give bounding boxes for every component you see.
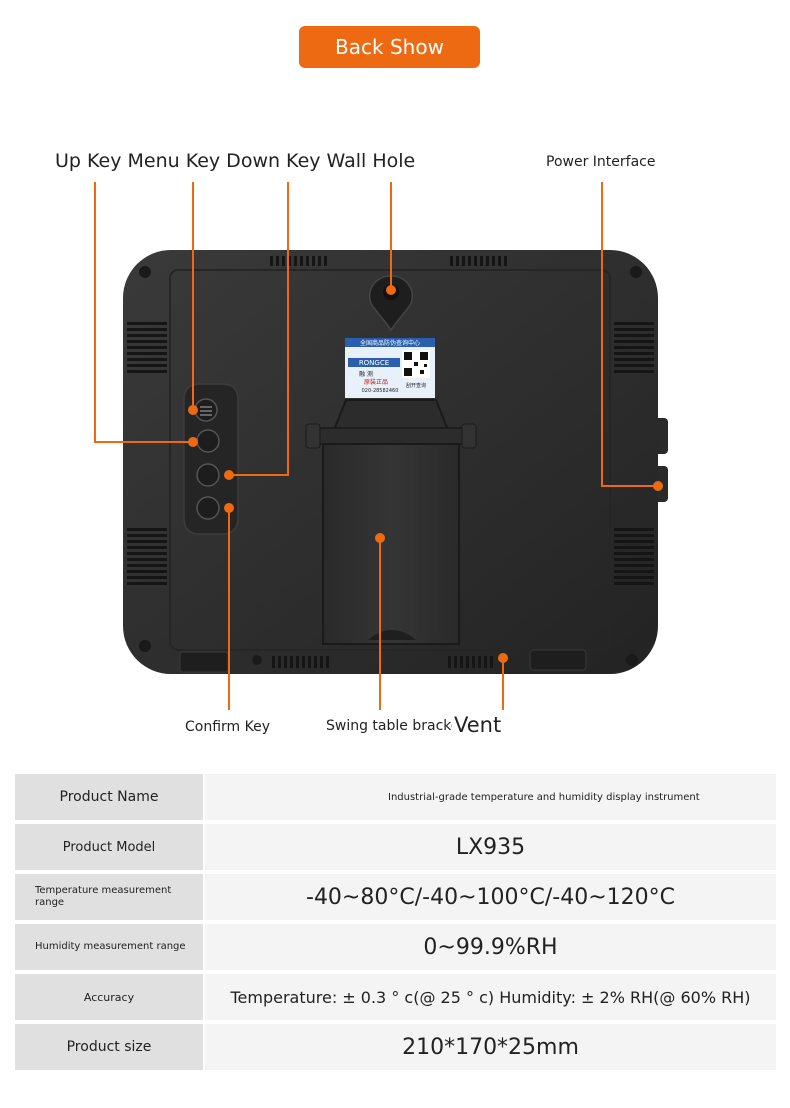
callout-vent-label: Vent	[454, 713, 502, 737]
confirm-key[interactable]	[196, 496, 220, 520]
vent-left-upper	[127, 322, 167, 373]
wall-hole	[369, 275, 413, 332]
screw-top-left	[139, 266, 151, 278]
back-show-banner: Back Show	[299, 26, 480, 68]
spec-row-product-model: Product Model LX935	[15, 824, 776, 870]
screw-bottom-mid	[252, 655, 262, 665]
sticker-header: 全国商品防伪查询中心	[360, 339, 420, 347]
button-panel	[183, 383, 239, 535]
callout-power-interface-label: Power Interface	[546, 154, 656, 170]
screw-top-right	[630, 266, 642, 278]
sticker-brand: RONGCE	[359, 359, 389, 367]
spec-row-humidity-range: Humidity measurement range 0~99.9%RH	[15, 924, 776, 970]
vent-bottom-left	[272, 656, 329, 668]
vent-top-right	[450, 256, 507, 266]
spec-value: -40~80°C/-40~100°C/-40~120°C	[205, 874, 776, 920]
spec-key: Product size	[15, 1024, 203, 1070]
vent-bottom-right	[448, 656, 493, 668]
callout-dots	[188, 285, 663, 663]
sticker-text1: 融 测	[359, 370, 373, 378]
bottom-latch-left	[179, 651, 229, 673]
up-key[interactable]	[194, 398, 218, 422]
vent-right-lower	[614, 528, 654, 585]
spec-value: 210*170*25mm	[205, 1024, 776, 1070]
spec-value: Industrial-grade temperature and humidit…	[205, 774, 776, 820]
spec-row-accuracy: Accuracy Temperature: ± 0.3 ° c(@ 25 ° c…	[15, 974, 776, 1020]
spec-key: Accuracy	[15, 974, 203, 1020]
sticker-phone: 020-28582460	[362, 388, 399, 394]
device-back-illustration: 全国商品防伪查询中心 RONGCE 融 测 原装正品 020-28582460 …	[94, 182, 668, 710]
sticker-side-label: 刮开查询	[406, 382, 426, 389]
spec-key: Product Name	[15, 774, 203, 820]
bottom-latch-right	[529, 649, 587, 671]
callout-lines	[94, 182, 658, 710]
spec-row-temperature-range: Temperature measurement range -40~80°C/-…	[15, 874, 776, 920]
spec-value: 0~99.9%RH	[205, 924, 776, 970]
spec-row-product-name: Product Name Industrial-grade temperatur…	[15, 774, 776, 820]
screw-bottom-right	[626, 654, 638, 666]
screw-bottom-left	[139, 640, 151, 652]
down-key[interactable]	[196, 463, 220, 487]
vent-right-upper	[614, 322, 654, 373]
spec-key: Temperature measurement range	[15, 874, 203, 920]
spec-value: LX935	[205, 824, 776, 870]
callout-swing-bracket-label: Swing table bracke	[326, 718, 452, 734]
anti-counterfeit-sticker: 全国商品防伪查询中心 RONGCE 融 测 原装正品 020-28582460 …	[345, 338, 435, 398]
swing-table-bracket	[305, 399, 477, 645]
sticker-text2: 原装正品	[364, 378, 388, 386]
spec-key: Product Model	[15, 824, 203, 870]
spec-value: Temperature: ± 0.3 ° c(@ 25 ° c) Humidit…	[205, 974, 776, 1020]
callout-top-keys-label: Up Key Menu Key Down Key Wall Hole	[55, 150, 416, 172]
spec-row-product-size: Product size 210*170*25mm	[15, 1024, 776, 1070]
menu-key[interactable]	[196, 429, 220, 453]
callout-confirm-key-label: Confirm Key	[185, 719, 271, 735]
vent-left-lower	[127, 528, 167, 585]
spec-key: Humidity measurement range	[15, 924, 203, 970]
vent-top-left	[270, 256, 327, 266]
